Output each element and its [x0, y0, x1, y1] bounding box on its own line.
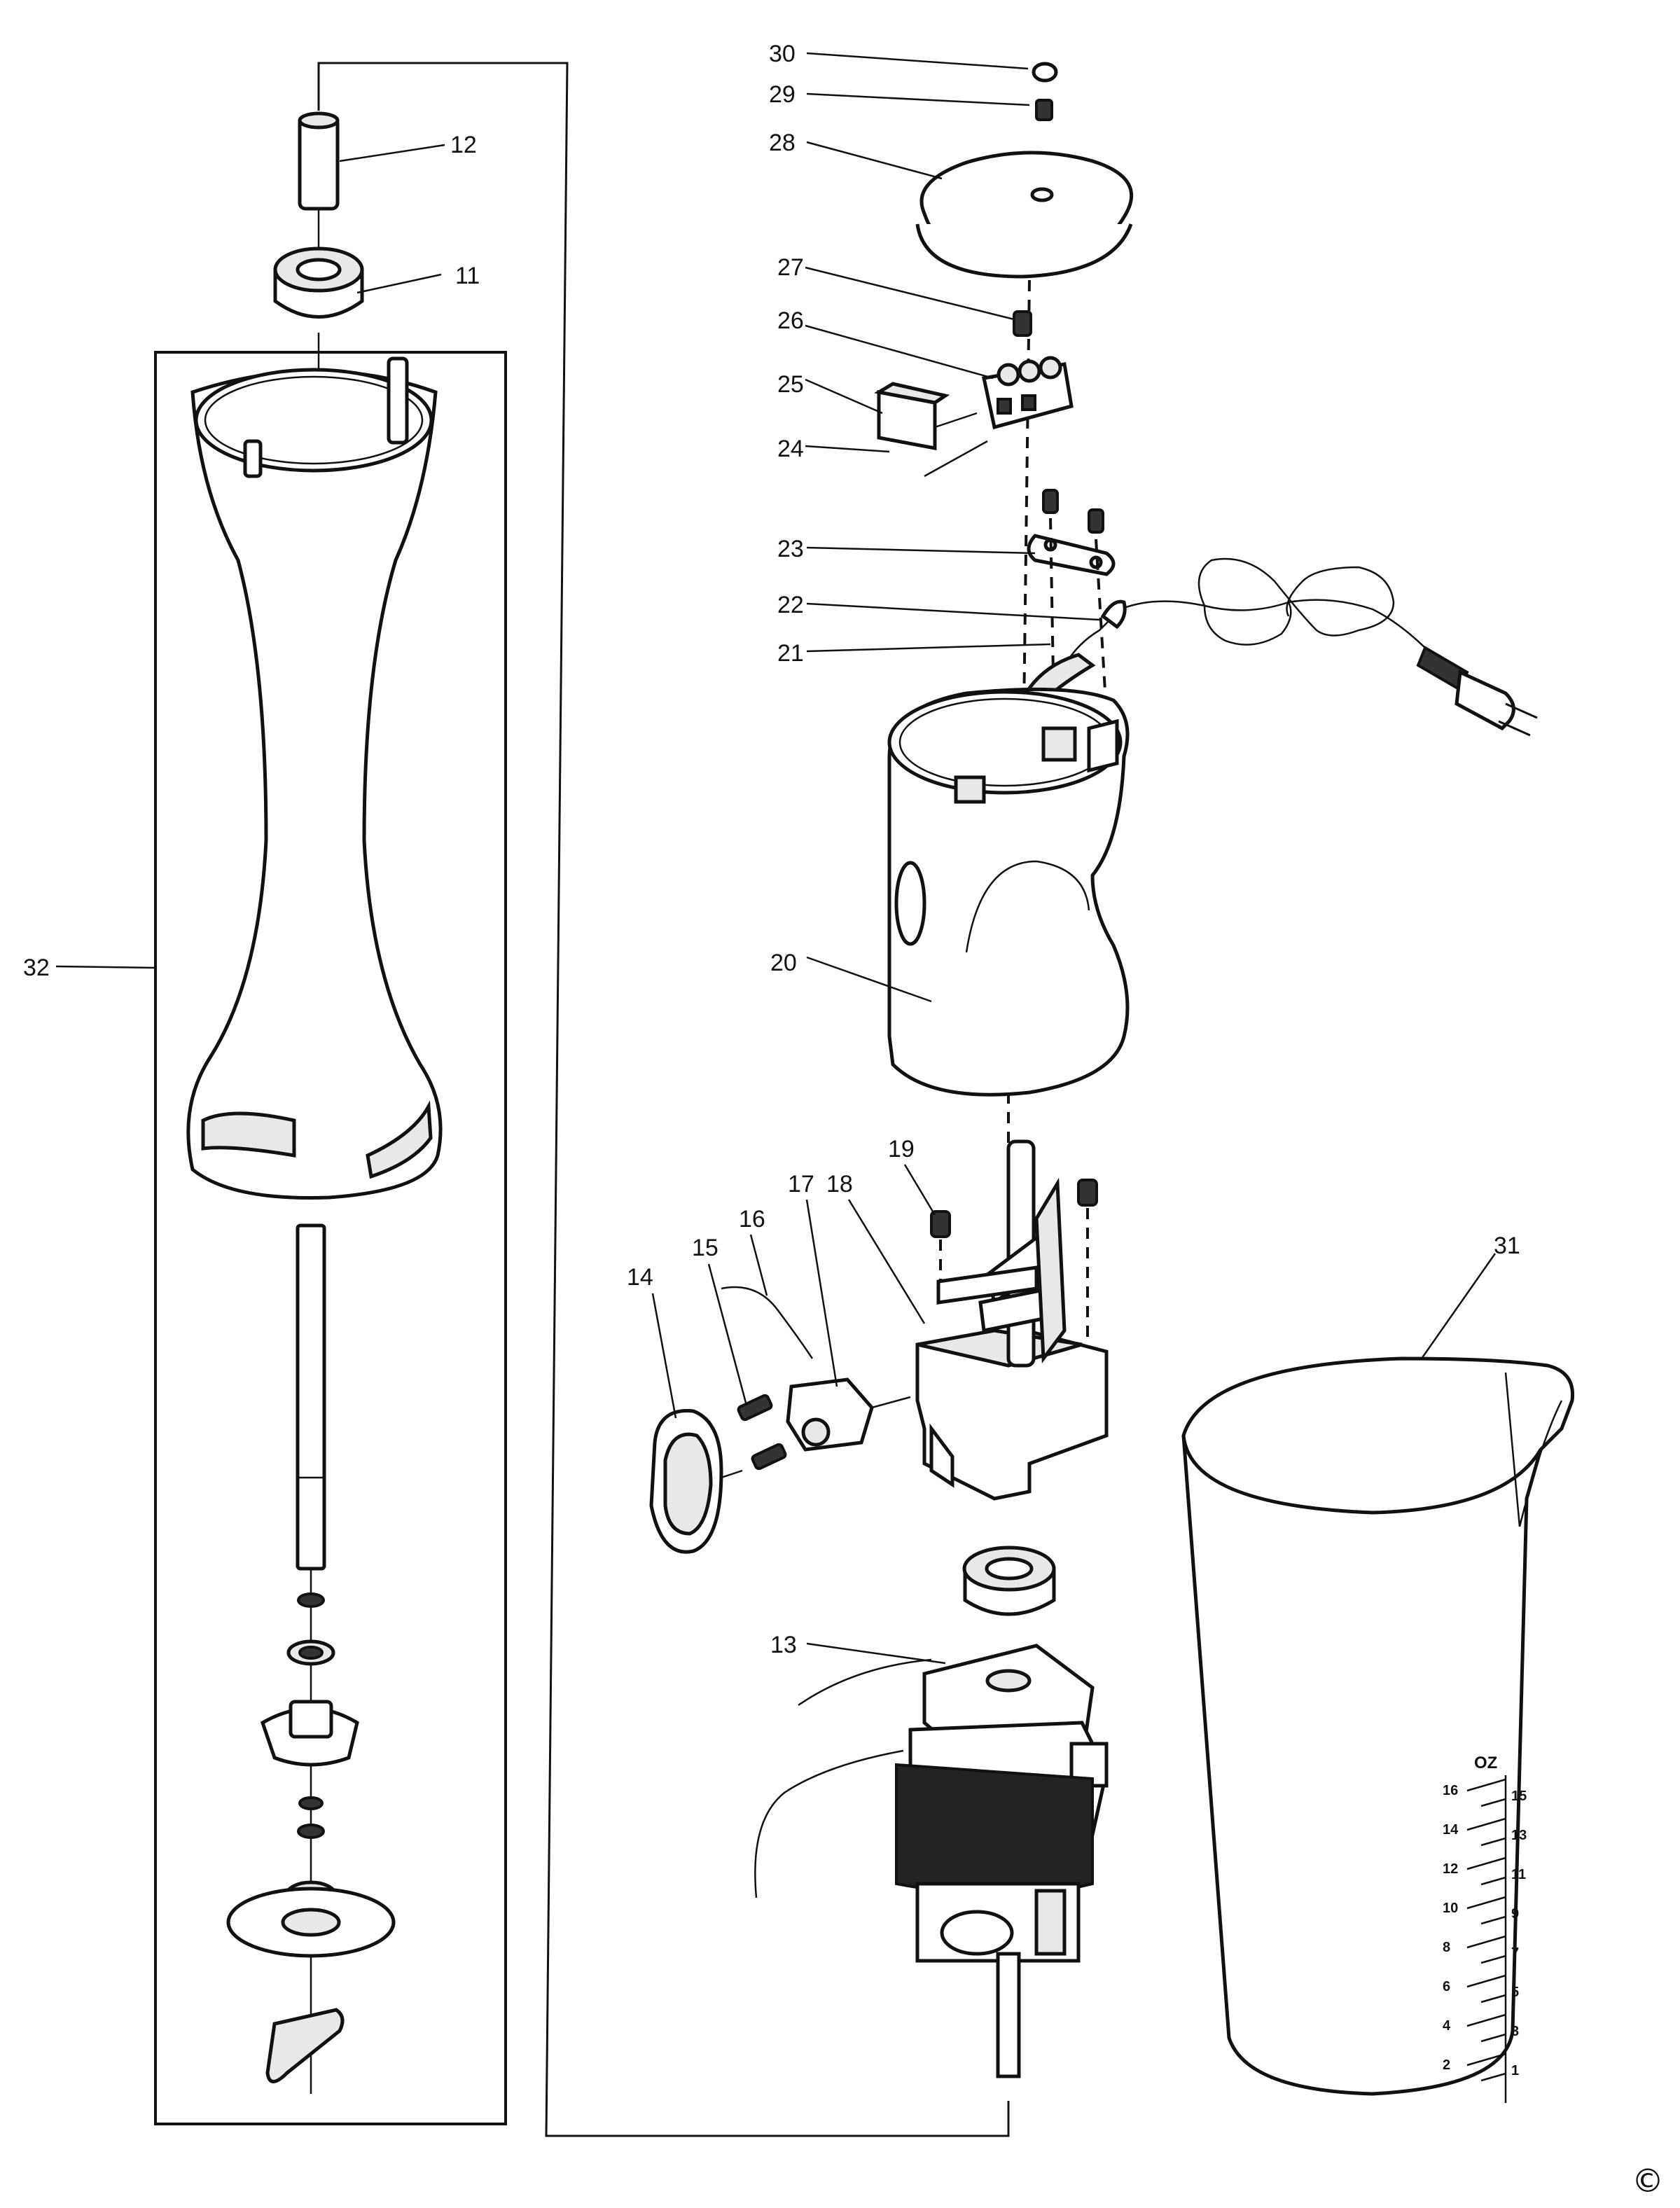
callout-26: 26	[777, 307, 804, 334]
callout-17: 17	[788, 1171, 814, 1197]
callout-14: 14	[627, 1264, 653, 1291]
jug-scale-minor-tick	[1480, 2033, 1506, 2043]
callout-30: 30	[769, 41, 796, 67]
jug-scale-unit: OZ	[1474, 1754, 1497, 1772]
copyright-symbol: ©	[1632, 2162, 1664, 2200]
part-18-switch-frame	[915, 1139, 1109, 1501]
jug-scale-minor-tick	[1480, 1837, 1506, 1847]
part-14-switch-button	[649, 1409, 743, 1554]
jug-scale-left-label: 4	[1443, 2018, 1451, 2034]
callout-32: 32	[23, 954, 50, 981]
part-16-wire	[721, 1286, 814, 1359]
callout-22: 22	[777, 592, 804, 618]
part-25-capacitor	[874, 382, 988, 478]
part-15-screw-lower	[751, 1443, 787, 1471]
connection-frame-line	[317, 62, 1010, 2137]
callout-21: 21	[777, 640, 804, 667]
part-23-cord-clamp	[1027, 534, 1116, 576]
callout-16: 16	[739, 1206, 765, 1233]
callout-25: 25	[777, 371, 804, 398]
callout-20: 20	[770, 950, 797, 976]
part-32-drive-shaft	[226, 1223, 396, 2094]
callout-31: 31	[1494, 1233, 1520, 1259]
callout-28: 28	[769, 130, 796, 156]
jug-scale-right-label: 13	[1511, 1828, 1527, 1843]
callout-15: 15	[692, 1235, 718, 1261]
part-30-cap	[1032, 62, 1058, 83]
part-13-ring	[962, 1546, 1056, 1616]
jug-scale-major-tick	[1466, 1817, 1506, 1831]
callout-18: 18	[826, 1171, 853, 1197]
callout-labels: 30 29 28 27 26 25 24 23 22 21 20 19 18 1…	[23, 41, 1520, 1658]
jug-scale-right-label: 9	[1511, 1906, 1519, 1922]
jug-scale-minor-tick	[1480, 1876, 1506, 1886]
part-22-power-cord	[1023, 557, 1429, 710]
jug-scale-left-label: 10	[1443, 1901, 1458, 1916]
part-26-terminal-block	[982, 356, 1074, 430]
jug-scale-minor-tick	[1480, 1954, 1506, 1964]
part-19-screw-left	[930, 1210, 951, 1238]
jug-scale-minor-tick	[1480, 1798, 1506, 1807]
jug-scale-right-label: 11	[1511, 1867, 1526, 1882]
callout-13: 13	[770, 1632, 797, 1658]
jug-scale-left-label: 14	[1443, 1822, 1459, 1838]
jug-scale-left-label: 8	[1443, 1940, 1450, 1955]
leader-lines	[55, 52, 1497, 1665]
callout-29: 29	[769, 81, 796, 108]
jug-scale: 16 15 14 13 12 11 10 9 8 7 6 5 4 3 2 1	[1443, 1775, 1527, 2103]
callout-19: 19	[888, 1136, 915, 1162]
part-17-switch	[786, 1377, 911, 1452]
jug-scale-major-tick	[1466, 1778, 1506, 1792]
callout-11: 11	[455, 263, 480, 289]
jug-scale-major-tick	[1466, 1974, 1506, 1988]
jug-scale-minor-tick	[1480, 1915, 1506, 1925]
jug-scale-left-label: 12	[1443, 1861, 1458, 1877]
part-32-shaft-housing	[186, 356, 443, 1200]
jug-scale-right-label: 1	[1511, 2063, 1519, 2078]
jug-scale-left-label: 16	[1443, 1783, 1458, 1798]
jug-scale-minor-tick	[1480, 2072, 1506, 2082]
part-15-screw-upper	[737, 1394, 773, 1422]
jug-scale-right-label: 5	[1511, 1985, 1519, 2000]
part-23-screw-left	[1042, 489, 1059, 514]
jug-scale-major-tick	[1466, 2013, 1506, 2027]
part-12-coupling	[298, 111, 340, 211]
jug-scale-major-tick	[1466, 1856, 1506, 1870]
part-23-screw-right	[1088, 508, 1104, 534]
jug-scale-right-label: 15	[1511, 1789, 1527, 1804]
part-19-screw-right	[1077, 1179, 1098, 1207]
part-27-screw	[1013, 310, 1032, 337]
part-29-screw	[1035, 99, 1053, 121]
jug-scale-right-label: 3	[1511, 2024, 1519, 2039]
shaft-assembly-box	[154, 351, 507, 2125]
part-13-motor	[754, 1644, 1109, 2078]
power-plug	[1416, 646, 1538, 737]
part-31-measuring-jug	[1181, 1356, 1575, 2096]
callout-24: 24	[777, 436, 804, 462]
jug-scale-left-label: 6	[1443, 1979, 1450, 1994]
jug-scale-major-tick	[1466, 1935, 1506, 1949]
callout-12: 12	[450, 132, 477, 158]
callout-27: 27	[777, 254, 804, 281]
part-20-motor-housing	[887, 687, 1130, 1097]
part-28-top-cover	[915, 151, 1134, 279]
jug-scale-left-label: 2	[1443, 2057, 1450, 2073]
jug-scale-minor-tick	[1480, 1994, 1506, 2004]
jug-scale-right-label: 7	[1511, 1945, 1519, 1961]
jug-scale-major-tick	[1466, 2053, 1506, 2067]
callout-23: 23	[777, 536, 804, 562]
jug-scale-major-tick	[1466, 1896, 1506, 1910]
part-11-ring	[273, 247, 364, 319]
